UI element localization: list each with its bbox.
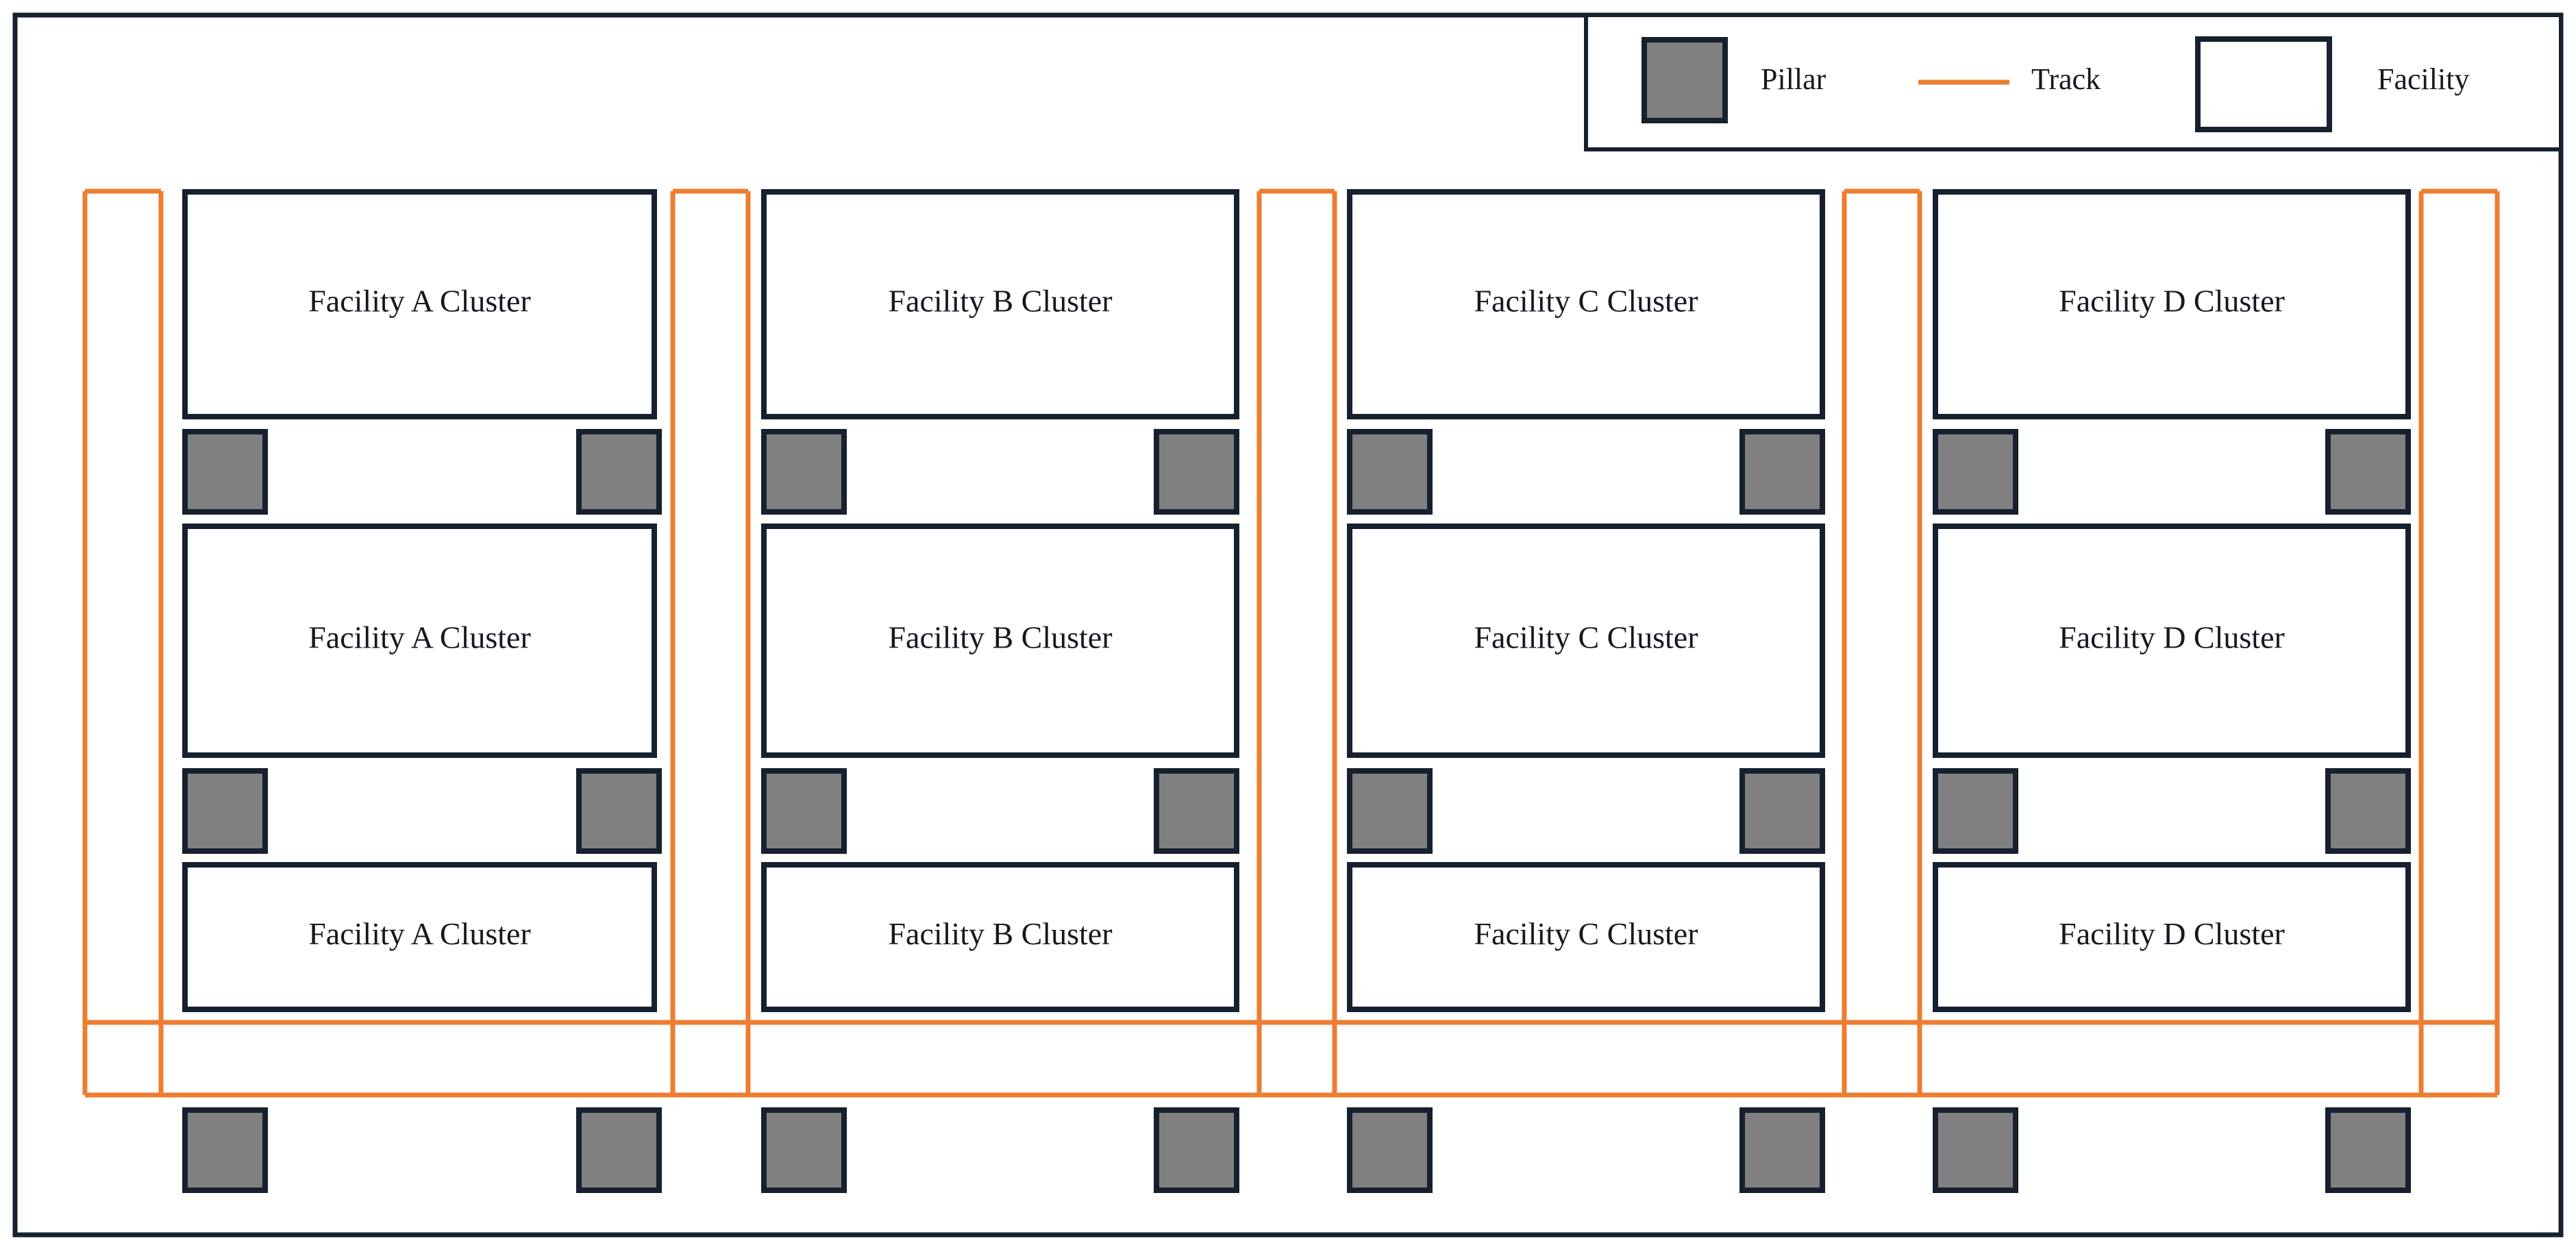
track-channel bbox=[670, 188, 751, 1095]
facility-label: Facility D Cluster bbox=[2059, 284, 2285, 319]
facility-box bbox=[182, 189, 657, 419]
facility-box bbox=[182, 862, 657, 1012]
pillar bbox=[2325, 1107, 2411, 1193]
pillars-layer bbox=[182, 429, 2411, 1193]
pillar bbox=[182, 429, 268, 515]
tracks-layer bbox=[82, 188, 2500, 1098]
facility-block: Facility B Cluster bbox=[761, 524, 1239, 758]
track-channel bbox=[2418, 188, 2500, 1095]
legend-item-pillar: Pillar bbox=[1642, 37, 1826, 123]
pillar bbox=[1739, 768, 1825, 854]
pillar bbox=[1347, 429, 1433, 515]
facility-block: Facility A Cluster bbox=[182, 189, 657, 419]
pillar bbox=[2325, 768, 2411, 854]
legend-facility-swatch-icon bbox=[2195, 36, 2332, 132]
facility-box bbox=[1347, 189, 1825, 419]
facility-block: Facility B Cluster bbox=[761, 189, 1239, 419]
facility-label: Facility A Cluster bbox=[308, 620, 531, 655]
facility-label: Facility A Cluster bbox=[308, 284, 531, 319]
facility-box bbox=[761, 862, 1239, 1012]
pillar bbox=[1933, 429, 2018, 515]
facility-block: Facility C Cluster bbox=[1347, 189, 1825, 419]
facility-box bbox=[761, 524, 1239, 758]
facility-block: Facility A Cluster bbox=[182, 862, 657, 1012]
facility-label: Facility C Cluster bbox=[1474, 620, 1698, 655]
pillar bbox=[2325, 429, 2411, 515]
legend-item-label: Facility bbox=[2377, 62, 2469, 96]
track-channel bbox=[1842, 188, 1922, 1095]
facility-box bbox=[1933, 862, 2411, 1012]
facility-label: Facility D Cluster bbox=[2059, 620, 2285, 655]
facility-block: Facility B Cluster bbox=[761, 862, 1239, 1012]
pillar bbox=[1933, 1107, 2018, 1193]
legend-item-label: Track bbox=[2031, 62, 2101, 96]
pillar bbox=[1154, 429, 1239, 515]
facility-label: Facility A Cluster bbox=[308, 916, 531, 951]
facility-block: Facility D Cluster bbox=[1933, 189, 2411, 419]
pillar bbox=[576, 768, 662, 854]
facility-label: Facility C Cluster bbox=[1474, 916, 1698, 951]
facility-block: Facility C Cluster bbox=[1347, 524, 1825, 758]
legend-layer: Pillar Track Facility bbox=[1584, 13, 2563, 151]
facility-block: Facility C Cluster bbox=[1347, 862, 1825, 1012]
pillar bbox=[1739, 1107, 1825, 1193]
facility-box bbox=[1933, 189, 2411, 419]
legend-item-label: Pillar bbox=[1761, 62, 1826, 96]
facility-label: Facility D Cluster bbox=[2059, 916, 2285, 951]
outer-frame bbox=[12, 12, 2564, 1238]
facility-box bbox=[1347, 862, 1825, 1012]
pillar bbox=[1933, 768, 2018, 854]
track-channel bbox=[1256, 188, 1337, 1095]
track-channel bbox=[82, 188, 164, 1095]
legend-item-facility: Facility bbox=[2195, 36, 2469, 132]
pillar bbox=[761, 429, 847, 515]
pillar bbox=[761, 768, 847, 854]
facility-label: Facility C Cluster bbox=[1474, 284, 1698, 319]
facility-block: Facility D Cluster bbox=[1933, 862, 2411, 1012]
legend-pillar-swatch-icon bbox=[1642, 37, 1728, 123]
pillar bbox=[576, 429, 662, 515]
facility-block: Facility D Cluster bbox=[1933, 524, 2411, 758]
facility-label: Facility B Cluster bbox=[888, 284, 1112, 319]
facility-box bbox=[761, 189, 1239, 419]
legend-item-track: Track bbox=[1918, 62, 2101, 96]
facility-block: Facility A Cluster bbox=[182, 524, 657, 758]
pillar bbox=[1154, 768, 1239, 854]
facility-box bbox=[1347, 524, 1825, 758]
pillar bbox=[761, 1107, 847, 1193]
facility-box bbox=[182, 524, 657, 758]
pillar bbox=[182, 1107, 268, 1193]
pillar bbox=[576, 1107, 662, 1193]
pillar bbox=[1347, 1107, 1433, 1193]
legend-box bbox=[1584, 13, 2563, 151]
pillar bbox=[1347, 768, 1433, 854]
pillar bbox=[1154, 1107, 1239, 1193]
pillar bbox=[1739, 429, 1825, 515]
facility-label: Facility B Cluster bbox=[888, 916, 1112, 951]
facility-label: Facility B Cluster bbox=[888, 620, 1112, 655]
pillar bbox=[182, 768, 268, 854]
facility-box bbox=[1933, 524, 2411, 758]
